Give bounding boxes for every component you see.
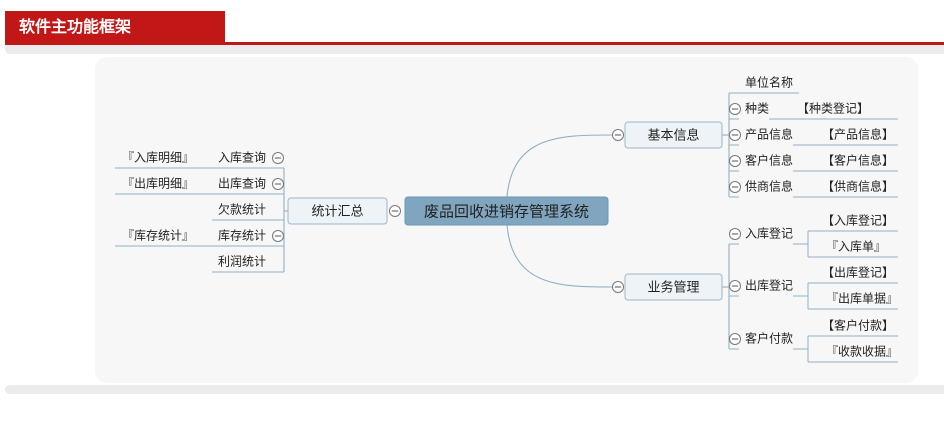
- note-bracket-1-2: [793, 336, 809, 362]
- left-child-toggle-1[interactable]: [272, 178, 284, 190]
- left-child-label-2: 欠款统计: [218, 202, 266, 217]
- collapse-toggle-1[interactable]: [612, 281, 624, 293]
- left-child-toggle-3[interactable]: [272, 230, 284, 242]
- branch-line-0: [505, 134, 613, 210]
- left-child-label-3: 库存统计: [218, 228, 266, 243]
- child-label-0-0: 单位名称: [745, 75, 793, 90]
- footer-bar: [5, 385, 944, 394]
- branch-line-1: [505, 212, 613, 288]
- child-label-0-2: 产品信息: [745, 127, 793, 142]
- note-bracket-1-1: [793, 283, 809, 309]
- child-toggle-0-4[interactable]: [729, 181, 741, 193]
- child-toggle-1-0[interactable]: [729, 228, 741, 240]
- note-label-a-1-1: 【出库登记】: [822, 265, 894, 280]
- collapse-toggle-0[interactable]: [612, 129, 624, 141]
- note-bracket-1-0: [793, 231, 809, 257]
- header-divider: [5, 42, 944, 45]
- left-child-label-0: 入库查询: [218, 150, 266, 165]
- child-toggle-1-1[interactable]: [729, 280, 741, 292]
- node-right-0-label: 基本信息: [647, 128, 699, 144]
- left-note-label-0: 『入库明细』: [122, 150, 194, 165]
- page-title: 软件主功能框架: [19, 17, 132, 36]
- child-label-1-0: 入库登记: [745, 226, 793, 241]
- node-right-1-label: 业务管理: [647, 280, 699, 296]
- section-header: 软件主功能框架: [0, 0, 944, 56]
- child-label-0-3: 客户信息: [745, 153, 793, 168]
- child-label-0-1: 种类: [745, 102, 769, 116]
- note-label-a-1-2: 【客户付款】: [822, 318, 894, 333]
- header-tab: [5, 11, 225, 42]
- child-toggle-0-3[interactable]: [729, 155, 741, 167]
- child-toggle-1-2[interactable]: [729, 333, 741, 345]
- left-child-label-1: 出库查询: [218, 176, 266, 191]
- child-label-1-2: 客户付款: [745, 331, 793, 346]
- note-label-0-1: 【种类登记】: [797, 101, 869, 116]
- note-label-b-1-1: 『出库单据』: [826, 291, 898, 306]
- left-note-label-3: 『库存统计』: [122, 228, 194, 243]
- child-label-1-1: 出库登记: [745, 278, 793, 293]
- left-collapse-toggle-0[interactable]: [389, 205, 401, 217]
- note-label-a-1-0: 【入库登记】: [822, 213, 894, 228]
- child-label-0-4: 供商信息: [745, 179, 793, 194]
- note-label-0-3: 【客户信息】: [822, 153, 894, 168]
- note-label-0-2: 【产品信息】: [822, 127, 894, 142]
- note-label-0-4: 【供商信息】: [822, 179, 894, 194]
- left-child-toggle-0[interactable]: [272, 152, 284, 164]
- node-root[interactable]: [404, 196, 609, 226]
- header-shadow-bar: [5, 45, 944, 54]
- left-note-label-1: 『出库明细』: [122, 176, 194, 191]
- left-child-label-4: 利润统计: [218, 255, 266, 269]
- node-left-0-label: 统计汇总: [311, 205, 363, 220]
- note-label-b-1-2: 『收款收据』: [826, 345, 898, 359]
- child-toggle-0-2[interactable]: [729, 129, 741, 141]
- child-toggle-0-1[interactable]: [729, 103, 741, 115]
- node-root-label: 废品回收进销存管理系统: [424, 203, 589, 221]
- note-label-b-1-0: 『入库单』: [826, 239, 886, 254]
